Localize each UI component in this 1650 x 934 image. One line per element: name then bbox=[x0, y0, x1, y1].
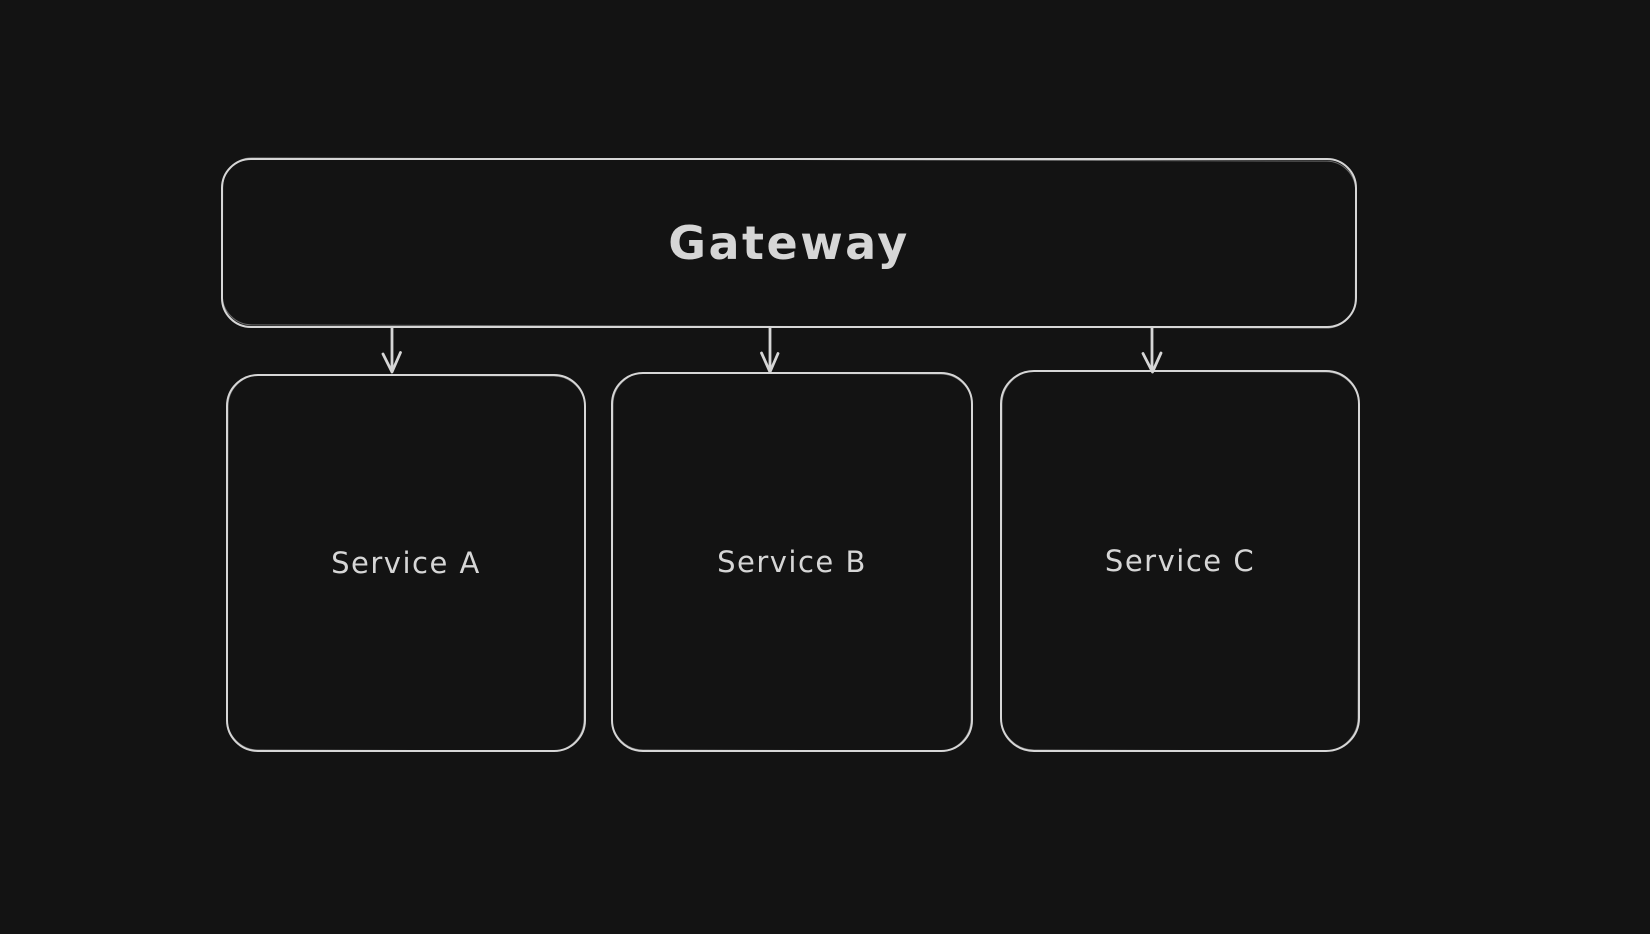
arrow-down-icon bbox=[760, 326, 780, 374]
arrow-down-icon bbox=[1141, 326, 1163, 374]
node-gateway-label: Gateway bbox=[668, 216, 910, 270]
arrow-down-icon bbox=[381, 326, 402, 374]
node-gateway[interactable]: Gateway bbox=[221, 158, 1357, 328]
edge-gateway-to-service-b-arrow[interactable] bbox=[748, 326, 792, 376]
node-service-a-label: Service A bbox=[331, 546, 481, 580]
node-service-a[interactable]: Service A bbox=[226, 374, 586, 752]
node-service-b-label: Service B bbox=[717, 545, 867, 579]
node-service-c[interactable]: Service C bbox=[1000, 370, 1360, 752]
node-service-b[interactable]: Service B bbox=[611, 372, 973, 752]
edge-gateway-to-service-c-arrow[interactable] bbox=[1130, 326, 1174, 376]
node-service-c-label: Service C bbox=[1104, 544, 1256, 578]
edge-gateway-to-service-a-arrow[interactable] bbox=[370, 326, 414, 376]
